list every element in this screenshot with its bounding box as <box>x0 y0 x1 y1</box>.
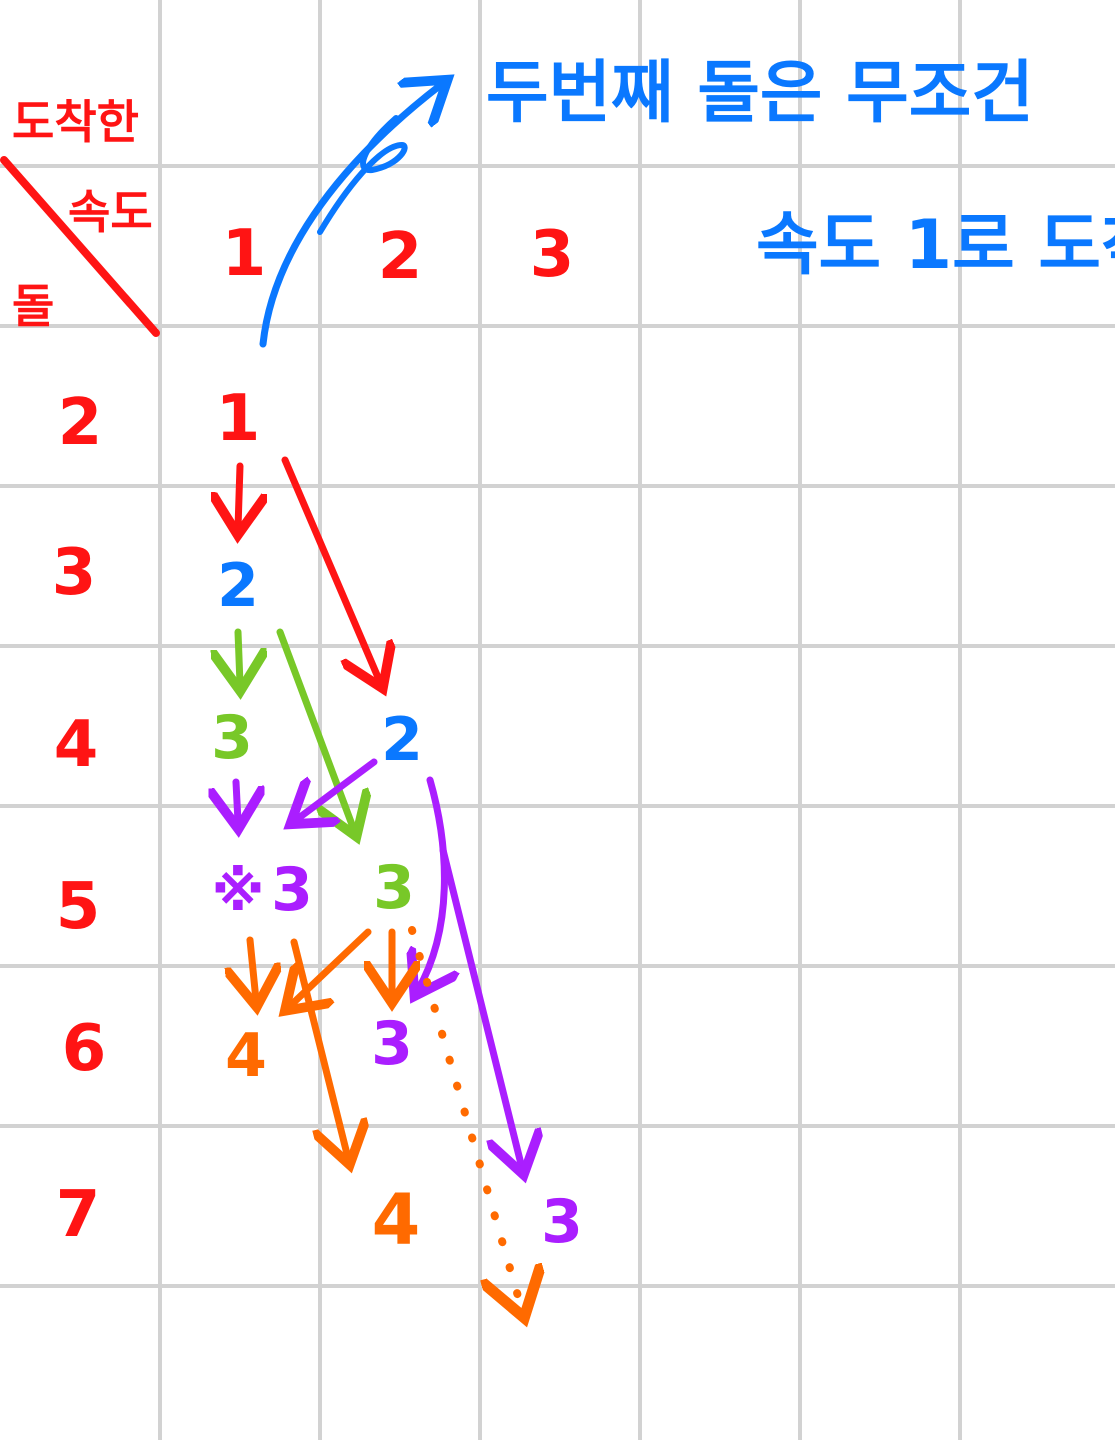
speed-header-3: 3 <box>530 218 575 292</box>
cell-value-r2-s1: 1 <box>216 382 261 456</box>
corner-label-speed: 속도 <box>68 185 153 239</box>
cell-value-r4-s2: 2 <box>381 705 423 775</box>
arrow-purple-long <box>439 846 522 1168</box>
cell-mark-r5: ※ <box>212 860 265 923</box>
arrow-green-diagonal <box>276 628 354 830</box>
cell-value-r7-s2: 4 <box>372 1179 421 1261</box>
arrow-orange-diagonal-left <box>290 928 372 1006</box>
arrow-purple-curve <box>418 776 444 990</box>
arrow-purple-left <box>296 758 378 820</box>
stone-label-7: 7 <box>56 1178 101 1252</box>
stone-label-5: 5 <box>56 870 101 944</box>
arrow-red-down <box>238 462 240 528</box>
cell-value-r7-s3: 3 <box>541 1187 583 1257</box>
corner-diagonal <box>0 156 160 337</box>
cell-value-r6-s1: 4 <box>225 1021 267 1091</box>
stone-label-4: 4 <box>54 708 99 782</box>
cell-value-r5-s1: 3 <box>271 855 313 925</box>
cell-value-r6-s2: 3 <box>371 1009 413 1079</box>
cell-value-r4-s1: 3 <box>211 703 253 773</box>
arrow-green-down <box>238 628 240 684</box>
corner-label-stone: 돌 <box>12 279 54 333</box>
stone-label-2: 2 <box>58 386 103 460</box>
cell-value-r5-s2: 3 <box>373 853 415 923</box>
note-line-2: 속도 1로 도착 <box>756 206 1115 285</box>
speed-header-2: 2 <box>378 220 423 294</box>
arrow-red-diagonal <box>281 456 380 682</box>
note-line-1: 두번째 돌은 무조건 <box>486 54 1034 133</box>
speed-header-1: 1 <box>222 217 267 291</box>
arrow-orange-long <box>290 938 348 1158</box>
stone-label-6: 6 <box>62 1012 107 1086</box>
note-arrow-loop <box>317 115 408 235</box>
stone-label-3: 3 <box>52 536 97 610</box>
arrow-orange-down-left <box>250 936 256 1000</box>
arrow-purple-down <box>236 778 238 822</box>
corner-label-arrived: 도착한 <box>12 95 139 149</box>
cell-value-r3-s1: 2 <box>217 551 259 621</box>
arrow-orange-dotted <box>408 926 522 1310</box>
note-arrow <box>259 84 442 348</box>
